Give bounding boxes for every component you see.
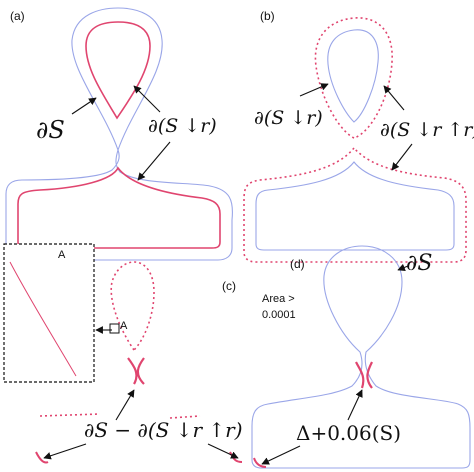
panel-c-neck-highlight bbox=[127, 357, 145, 385]
panel-d-area-line1: Area > bbox=[262, 293, 295, 305]
panel-a-outer-boundary bbox=[5, 7, 233, 261]
panel-c-inset-label: A bbox=[58, 249, 66, 261]
panel-c-residual-top bbox=[110, 261, 155, 351]
panel-d-area-line2: 0.0001 bbox=[262, 309, 296, 321]
panel-d-corner-highlight bbox=[253, 457, 267, 468]
panel-a-arrow-erosion-bottom bbox=[137, 141, 171, 181]
panel-d-arrow-boundary bbox=[397, 263, 409, 272]
panel-d-label: (d) bbox=[290, 257, 305, 271]
panel-b-opening-top bbox=[314, 17, 393, 139]
panel-d-delta-label: Δ+0.06(S) bbox=[296, 421, 401, 445]
panel-d-arrow-corner bbox=[261, 445, 301, 465]
panel-c-difference-label: ∂S − ∂(S ↓r ↑r) bbox=[84, 418, 243, 442]
panel-b-label: (b) bbox=[260, 9, 275, 23]
panel-b-opening-label: ∂(S ↓r ↑r) bbox=[380, 119, 474, 141]
panel-b-erosion-bottom bbox=[255, 161, 455, 251]
panel-b-arrow-opening-bottom bbox=[391, 143, 413, 171]
panel-a-erosion-label: ∂(S ↓r) bbox=[148, 115, 217, 137]
panel-d: (d) ∂S Area > 0.0001 Δ+0.06(S) bbox=[251, 245, 471, 469]
panel-c-inset-curve bbox=[9, 261, 77, 377]
panel-c-label: (c) bbox=[222, 279, 236, 293]
panel-d-boundary bbox=[251, 245, 471, 469]
panel-c-inset-box bbox=[3, 243, 95, 383]
panel-c-corner-left bbox=[35, 451, 49, 464]
panel-b-arrow-opening-top bbox=[383, 85, 405, 111]
panel-c-arrow-neck bbox=[115, 389, 135, 421]
panel-b: (b) ∂(S ↓r) ∂(S ↓r ↑r) bbox=[243, 9, 474, 263]
panel-b-opening-bottom bbox=[243, 146, 467, 263]
panel-d-arrow-neck bbox=[347, 389, 363, 421]
panel-a: (a) ∂S ∂(S ↓r) bbox=[5, 7, 233, 261]
panel-a-arrow-boundary bbox=[71, 97, 97, 115]
panel-c-residual-bottom bbox=[39, 413, 201, 419]
panel-a-arrow-erosion-top bbox=[133, 85, 161, 113]
panel-a-erosion-top bbox=[85, 21, 151, 120]
panel-d-boundary-label: ∂S bbox=[406, 251, 432, 276]
panel-c-arrow-left bbox=[43, 443, 87, 460]
panel-c-marker-label: A bbox=[120, 320, 128, 332]
panel-b-erosion-label: ∂(S ↓r) bbox=[254, 107, 323, 129]
panel-a-label: (a) bbox=[10, 9, 25, 23]
panel-c: (c) A A ∂S − ∂(S ↓r ↑r) bbox=[3, 243, 243, 464]
panel-a-erosion-bottom bbox=[17, 166, 221, 249]
panel-d-neck-highlight bbox=[355, 361, 373, 389]
panel-a-boundary-label: ∂S bbox=[36, 116, 65, 144]
panel-b-arrow-erosion bbox=[299, 83, 329, 97]
panel-c-arrow-right bbox=[207, 443, 239, 459]
panel-c-marker-square bbox=[109, 323, 120, 334]
panel-b-erosion-top bbox=[327, 29, 379, 123]
